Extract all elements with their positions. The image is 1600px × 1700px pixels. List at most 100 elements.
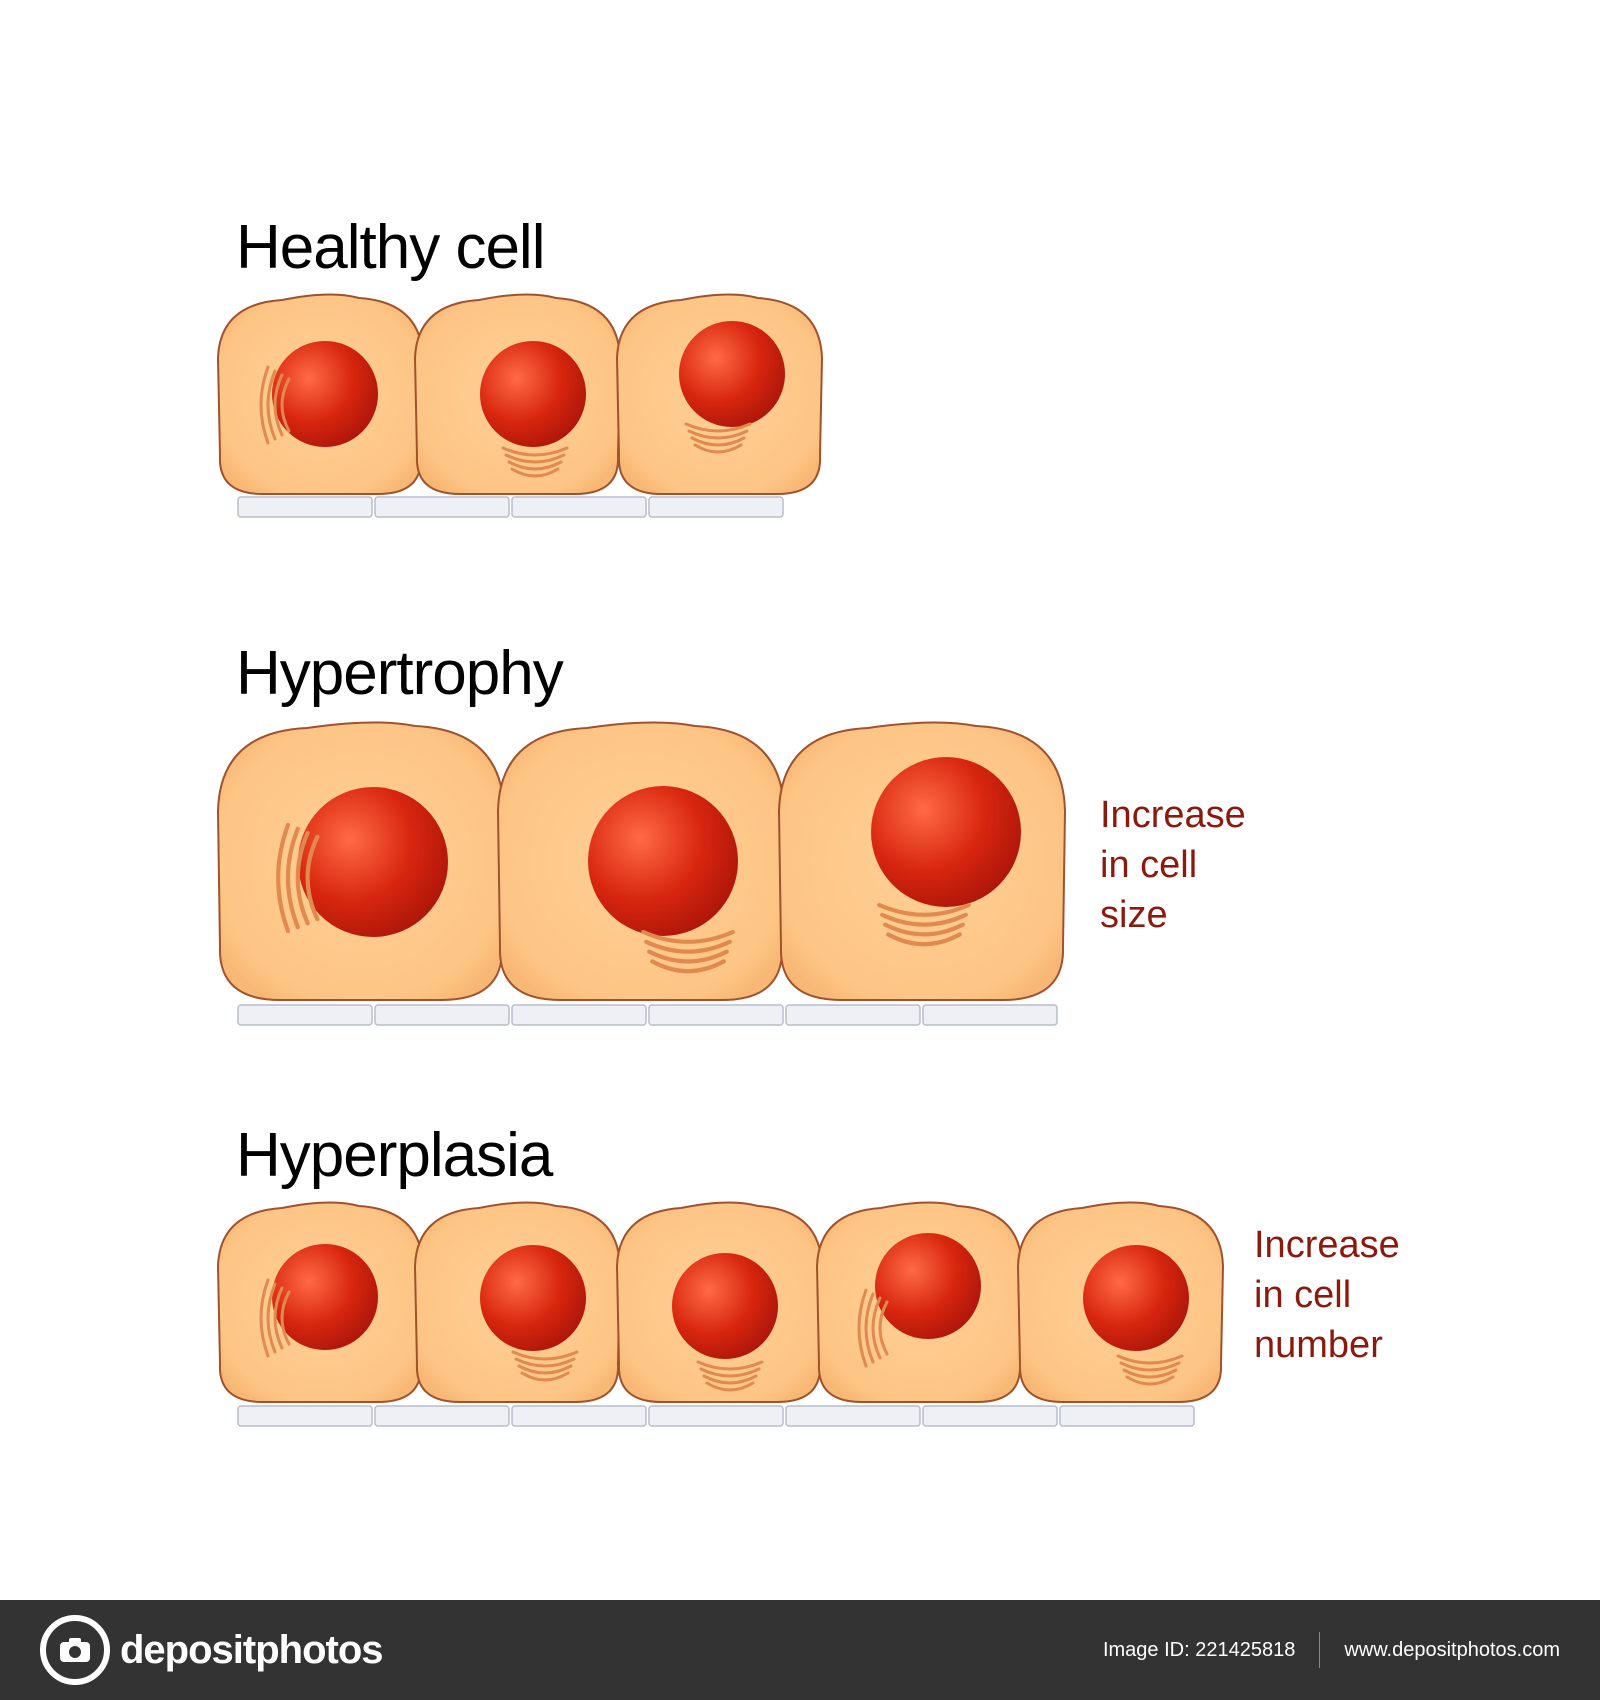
golgi-cisterna [647, 949, 729, 964]
golgi-apparatus-2 [511, 1350, 579, 1382]
golgi-cisterna [266, 369, 277, 441]
basement-tile [374, 496, 510, 518]
golgi-apparatus-1 [259, 1278, 291, 1358]
cell-1 [216, 1201, 425, 1403]
hypertrophy-title: Hypertrophy [236, 639, 564, 708]
golgi-cisterna [883, 922, 965, 937]
golgi-cisterna [517, 1364, 573, 1375]
golgi-cisterna [280, 377, 291, 433]
basement-tile [648, 496, 784, 518]
golgi-cisterna [259, 365, 270, 445]
image-meta: Image ID: 221425818 www.depositphotos.co… [1103, 1632, 1560, 1668]
camera-icon [40, 1615, 110, 1685]
hyperplasia-note: Increase in cell number [1254, 1220, 1400, 1370]
golgi-apparatus-3 [877, 902, 971, 947]
golgi-cisterna [259, 1278, 270, 1358]
golgi-cisterna [1122, 1368, 1178, 1379]
cell-1 [216, 293, 425, 495]
hyperplasia-note-line-2: in cell [1254, 1274, 1352, 1316]
cell-diagram [216, 293, 1225, 1427]
basement-tile [374, 1405, 510, 1427]
golgi-cisterna [690, 436, 746, 447]
golgi-cisterna [696, 1360, 764, 1371]
hyperplasia-title: Hyperplasia [236, 1121, 553, 1190]
golgi-cisterna [276, 822, 291, 934]
watermark-footer: depositphotos Image ID: 221425818 www.de… [0, 1600, 1600, 1700]
brand-name: depositphotos [120, 1627, 384, 1672]
basement-tile [237, 1405, 373, 1427]
cell-3 [615, 293, 824, 495]
cell-5 [1016, 1201, 1225, 1403]
cell-nucleus [298, 787, 448, 937]
cell-nucleus [480, 341, 586, 447]
golgi-apparatus-3 [696, 1360, 764, 1392]
golgi-apparatus-1 [276, 822, 320, 934]
cell-nucleus [1083, 1245, 1189, 1351]
cell-4 [815, 1201, 1024, 1403]
golgi-cisterna [687, 429, 749, 440]
cell-nucleus [588, 786, 738, 936]
cell-2 [496, 721, 786, 1001]
hypertrophy-note: Increase in cell size [1100, 790, 1246, 940]
golgi-cisterna [693, 443, 743, 454]
basement-tile [237, 1004, 373, 1026]
golgi-cisterna [641, 929, 735, 944]
hypertrophy-row [216, 721, 1067, 1026]
golgi-apparatus-4 [857, 1288, 889, 1368]
hyperplasia-row [216, 1201, 1225, 1427]
basement-membrane [237, 1004, 1058, 1026]
golgi-cisterna [1116, 1354, 1184, 1365]
cell-3 [615, 1201, 824, 1403]
image-id: 221425818 [1195, 1638, 1296, 1661]
golgi-cisterna [295, 830, 310, 926]
basement-tile [1059, 1405, 1195, 1427]
golgi-cisterna [1125, 1375, 1175, 1386]
image-id-label: Image ID: [1102, 1638, 1190, 1661]
golgi-cisterna [684, 422, 752, 433]
cell-nucleus [679, 321, 785, 427]
cell-2 [413, 1201, 622, 1403]
hyperplasia-note-line-1: Increase [1254, 1224, 1400, 1266]
golgi-cisterna [273, 1286, 284, 1350]
golgi-cisterna [273, 373, 284, 437]
basement-tile [648, 1405, 784, 1427]
golgi-cisterna [520, 1371, 570, 1382]
basement-tile [922, 1004, 1058, 1026]
basement-tile [511, 1004, 647, 1026]
golgi-cisterna [501, 446, 569, 457]
golgi-cisterna [699, 1367, 761, 1378]
basement-membrane [237, 496, 784, 518]
cell-2 [413, 293, 622, 495]
site-url: www.depositphotos.com [1344, 1638, 1560, 1661]
cell-nucleus [672, 1253, 778, 1359]
basement-tile [785, 1004, 921, 1026]
golgi-cisterna [705, 1381, 755, 1392]
golgi-cisterna [514, 1357, 576, 1368]
cell-nucleus [272, 341, 378, 447]
golgi-cisterna [877, 902, 971, 917]
hyperplasia-note-line-3: number [1254, 1324, 1383, 1366]
golgi-apparatus-5 [1116, 1354, 1184, 1386]
golgi-cisterna [857, 1288, 868, 1368]
healthy-cell-row [216, 293, 824, 518]
golgi-cisterna [864, 1292, 875, 1364]
cell-nucleus [480, 1245, 586, 1351]
cell-nucleus [871, 757, 1021, 907]
basement-membrane [237, 1405, 1195, 1427]
golgi-cisterna [886, 932, 962, 947]
hypertrophy-note-line-2: in cell [1100, 844, 1198, 886]
golgi-cisterna [504, 453, 566, 464]
golgi-cisterna [644, 939, 732, 954]
basement-tile [511, 496, 647, 518]
golgi-cisterna [507, 460, 563, 471]
golgi-cisterna [510, 467, 560, 478]
cell-3 [777, 721, 1067, 1001]
footer-divider [1319, 1632, 1321, 1668]
golgi-apparatus-2 [501, 446, 569, 478]
golgi-cisterna [702, 1374, 758, 1385]
golgi-cisterna [285, 826, 300, 930]
basement-tile [648, 1004, 784, 1026]
basement-tile [374, 1004, 510, 1026]
golgi-cisterna [511, 1350, 579, 1361]
cell-nucleus [272, 1244, 378, 1350]
